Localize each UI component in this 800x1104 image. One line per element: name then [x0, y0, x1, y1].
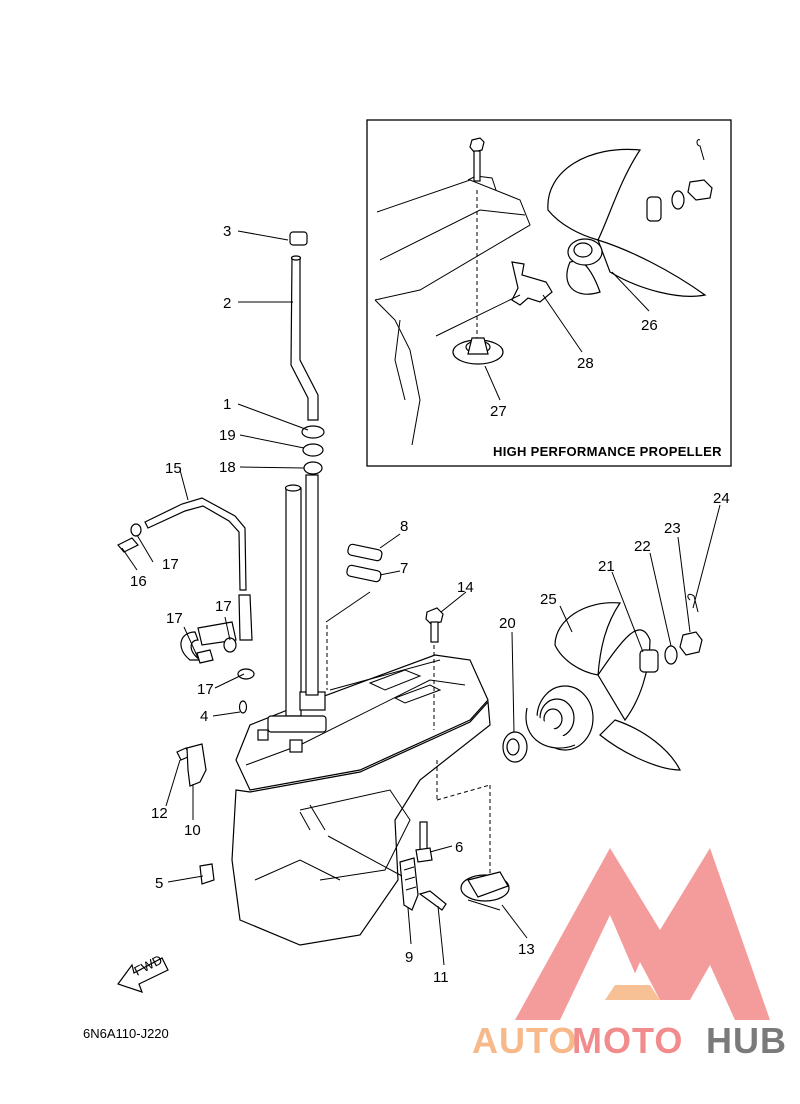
callout-17d: 17 [197, 681, 214, 698]
water-tube [289, 231, 325, 475]
diagram-code: 6N6A110-J220 [83, 1026, 169, 1041]
callout-20: 20 [499, 615, 516, 632]
watermark-logo [515, 848, 770, 1020]
callout-12: 12 [151, 805, 168, 822]
callout-17c: 17 [166, 610, 183, 627]
callout-8: 8 [400, 518, 408, 535]
fwd-arrow: FWD [117, 952, 169, 993]
leader-lines [121, 230, 721, 966]
callout-24: 24 [713, 490, 730, 507]
callout-17b: 17 [215, 598, 232, 615]
callout-15: 15 [165, 460, 182, 477]
trim-tab [436, 760, 510, 911]
callout-7: 7 [400, 560, 408, 577]
callout-25: 25 [540, 591, 557, 608]
callout-10: 10 [184, 822, 201, 839]
callout-16: 16 [130, 573, 147, 590]
propeller-main [502, 593, 703, 771]
callout-9: 9 [405, 949, 413, 966]
shims [325, 543, 383, 623]
inset-caption: HIGH PERFORMANCE PROPELLER [493, 444, 722, 459]
callout-26: 26 [641, 317, 658, 334]
callout-22: 22 [634, 538, 651, 555]
callout-4: 4 [200, 708, 208, 725]
fittings-left [117, 523, 255, 885]
callout-19: 19 [219, 427, 236, 444]
callout-27: 27 [490, 403, 507, 420]
callout-3: 3 [223, 223, 231, 240]
callout-28: 28 [577, 355, 594, 372]
watermark-part3: HUB [706, 1020, 787, 1061]
callout-13: 13 [518, 941, 535, 958]
watermark-text: AUTO MOTO HUB [472, 1020, 787, 1061]
callout-21: 21 [598, 558, 615, 575]
callout-5: 5 [155, 875, 163, 892]
hose [144, 497, 253, 661]
bolt-14 [425, 607, 444, 730]
callout-2: 2 [223, 295, 231, 312]
callout-11: 11 [433, 969, 449, 986]
lower-unit-casing [231, 474, 491, 946]
callout-1: 1 [223, 396, 231, 413]
watermark-part2: MOTO [572, 1020, 683, 1061]
callout-14: 14 [457, 579, 474, 596]
inset-panel [366, 119, 732, 467]
callout-6: 6 [455, 839, 463, 856]
watermark-part1: AUTO [472, 1020, 577, 1061]
callout-numbers: 3 2 1 19 18 15 17 16 17 17 17 4 12 10 5 … [130, 223, 730, 986]
anode-9 [327, 821, 447, 911]
callout-23: 23 [664, 520, 681, 537]
callout-17a: 17 [162, 556, 179, 573]
callout-18: 18 [219, 459, 236, 476]
